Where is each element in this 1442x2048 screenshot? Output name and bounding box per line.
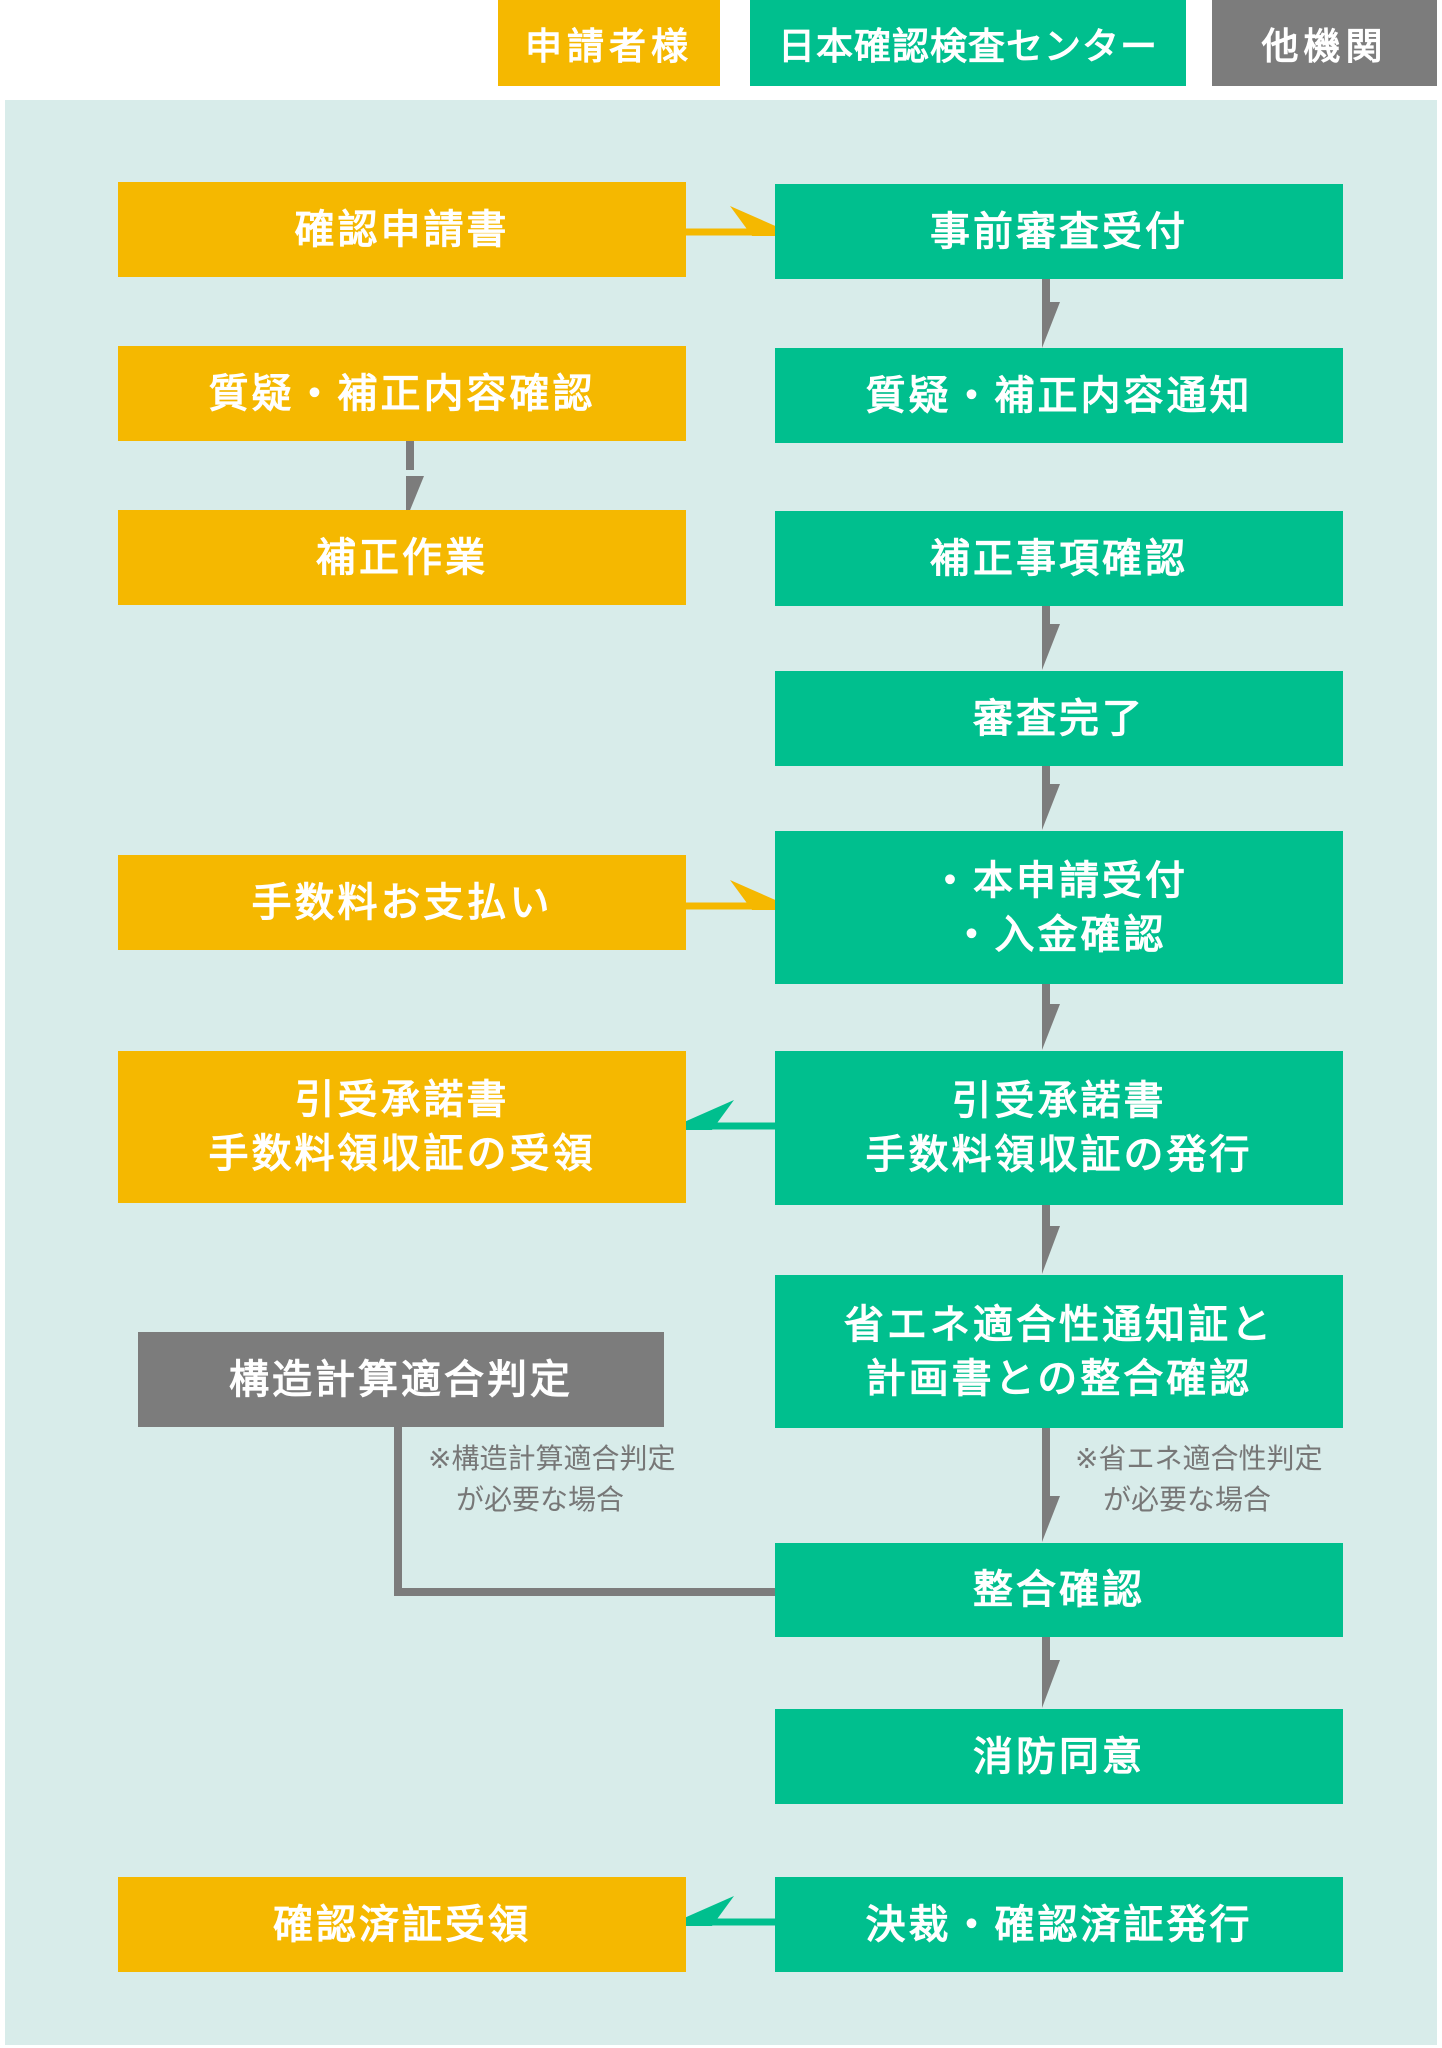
arrow-pre-review-to-qa-notice bbox=[1042, 279, 1060, 348]
box-structural-judgment: 構造計算適合判定 bbox=[138, 1332, 664, 1427]
arrow-consistency-to-fire bbox=[1042, 1637, 1060, 1708]
note-energy-line1: ※省エネ適合性判定 bbox=[1075, 1442, 1323, 1475]
box-fee-payment: 手数料お支払い bbox=[118, 855, 686, 950]
correction-check-label: 補正事項確認 bbox=[930, 535, 1188, 582]
issue-line1: 引受承諾書 bbox=[951, 1078, 1167, 1124]
consistency-check-label: 整合確認 bbox=[973, 1567, 1145, 1613]
note-energy-line2: が必要な場合 bbox=[1103, 1482, 1272, 1516]
box-fire-consent: 消防同意 bbox=[775, 1709, 1343, 1804]
note-structural: ※構造計算適合判定 が必要な場合 bbox=[428, 1439, 675, 1520]
structural-judgment-label: 構造計算適合判定 bbox=[229, 1356, 573, 1403]
review-complete-label: 審査完了 bbox=[973, 695, 1145, 742]
box-correction-work: 補正作業 bbox=[118, 510, 686, 605]
main-intake-line2: ・入金確認 bbox=[951, 911, 1167, 958]
main-intake-line1: ・本申請受付 bbox=[930, 857, 1188, 904]
legend-applicant-label: 申請者様 bbox=[525, 25, 693, 68]
energy-line2: 計画書との整合確認 bbox=[865, 1355, 1253, 1402]
energy-line1: 省エネ適合性通知証と bbox=[844, 1301, 1274, 1348]
note-structural-line2: が必要な場合 bbox=[456, 1482, 625, 1516]
arrow-correction-check-to-complete bbox=[1042, 606, 1060, 670]
box-energy-consistency: 省エネ適合性通知証と 計画書との整合確認 bbox=[775, 1275, 1343, 1428]
structural-connector-line bbox=[394, 1427, 778, 1596]
box-certificate-receipt: 確認済証受領 bbox=[118, 1877, 686, 1972]
arrow-complete-to-intake bbox=[1042, 766, 1060, 830]
correction-work-label: 補正作業 bbox=[316, 534, 488, 581]
box-qa-notice: 質疑・補正内容通知 bbox=[775, 348, 1343, 443]
note-structural-line1: ※構造計算適合判定 bbox=[428, 1442, 676, 1475]
fire-consent-label: 消防同意 bbox=[973, 1733, 1145, 1780]
box-application: 確認申請書 bbox=[118, 182, 686, 277]
legend-center-label: 日本確認検査センター bbox=[778, 25, 1158, 68]
fee-payment-label: 手数料お支払い bbox=[251, 879, 553, 926]
box-correction-check: 補正事項確認 bbox=[775, 511, 1343, 606]
qa-notice-label: 質疑・補正内容通知 bbox=[865, 372, 1253, 419]
legend-other-label: 他機関 bbox=[1261, 25, 1388, 68]
arrow-qa-to-correction-work bbox=[406, 441, 424, 520]
box-qa-confirm: 質疑・補正内容確認 bbox=[118, 346, 686, 441]
box-review-complete: 審査完了 bbox=[775, 671, 1343, 766]
box-issue: 引受承諾書 手数料領収証の発行 bbox=[775, 1051, 1343, 1205]
arrow-energy-to-consistency bbox=[1042, 1428, 1060, 1542]
box-decision: 決裁・確認済証発行 bbox=[775, 1877, 1343, 1972]
arrow-issue-to-energy bbox=[1042, 1205, 1060, 1274]
certificate-receipt-label: 確認済証受領 bbox=[273, 1901, 531, 1948]
receipt-line2: 手数料領収証の受領 bbox=[208, 1131, 596, 1177]
legend-other: 他機関 bbox=[1212, 0, 1437, 86]
issue-line2: 手数料領収証の発行 bbox=[865, 1132, 1253, 1178]
box-consistency-check: 整合確認 bbox=[775, 1543, 1343, 1637]
box-pre-review: 事前審査受付 bbox=[775, 184, 1343, 279]
receipt-line1: 引受承諾書 bbox=[294, 1077, 510, 1123]
qa-confirm-label: 質疑・補正内容確認 bbox=[208, 370, 596, 417]
application-label: 確認申請書 bbox=[294, 206, 510, 253]
pre-review-label: 事前審査受付 bbox=[930, 208, 1188, 255]
legend-applicant: 申請者様 bbox=[498, 0, 720, 86]
legend-center: 日本確認検査センター bbox=[750, 0, 1186, 86]
box-main-intake: ・本申請受付 ・入金確認 bbox=[775, 831, 1343, 984]
decision-label: 決裁・確認済証発行 bbox=[865, 1901, 1253, 1948]
note-energy: ※省エネ適合性判定 が必要な場合 bbox=[1075, 1439, 1322, 1520]
box-receipt: 引受承諾書 手数料領収証の受領 bbox=[118, 1051, 686, 1203]
arrow-intake-to-issue bbox=[1042, 984, 1060, 1050]
